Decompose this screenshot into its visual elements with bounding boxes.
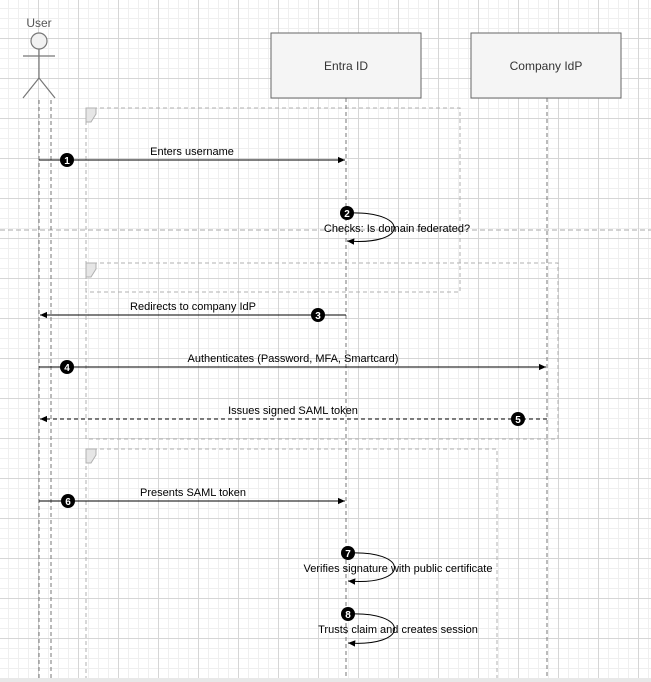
company-idp-box[interactable]: Company IdP [470, 32, 622, 99]
entra-id-label: Entra ID [324, 59, 368, 73]
entra-id-box[interactable]: Entra ID [270, 32, 422, 99]
step-badge-1: 1 [60, 153, 74, 167]
message-4[interactable]: Authenticates (Password, MFA, Smartcard)… [39, 353, 546, 374]
message-1-label: Enters username [150, 146, 234, 158]
step-badge-5: 5 [511, 412, 525, 426]
step-badge-7: 7 [341, 546, 355, 560]
group-frame-1 [85, 107, 461, 293]
user-actor[interactable]: User [22, 16, 56, 99]
message-8-arrow [347, 613, 395, 647]
message-7[interactable]: 7 Verifies signature with public certifi… [304, 546, 493, 585]
user-actor-label: User [26, 16, 51, 30]
message-5[interactable]: Issues signed SAML token 5 [40, 405, 547, 426]
message-2-label: Checks: Is domain federated? [324, 223, 470, 235]
svg-text:7: 7 [345, 549, 351, 560]
message-7-label: Verifies signature with public certifica… [304, 563, 493, 575]
svg-text:6: 6 [65, 497, 71, 508]
message-2-arrow [345, 212, 395, 245]
message-8[interactable]: 8 Trusts claim and creates session [318, 607, 478, 647]
message-5-label: Issues signed SAML token [228, 405, 358, 417]
svg-text:2: 2 [344, 209, 350, 220]
svg-text:4: 4 [64, 363, 70, 374]
svg-text:8: 8 [345, 610, 351, 621]
horizontal-scrollbar[interactable] [0, 678, 651, 682]
message-7-arrow [347, 552, 395, 585]
group-frame-3 [85, 448, 498, 682]
step-badge-4: 4 [60, 360, 74, 374]
message-6-label: Presents SAML token [140, 487, 246, 499]
message-1[interactable]: Enters username 1 [39, 146, 345, 167]
step-badge-6: 6 [61, 494, 75, 508]
step-badge-8: 8 [341, 607, 355, 621]
stick-figure-icon [22, 32, 56, 99]
message-2[interactable]: 2 Checks: Is domain federated? [324, 206, 470, 245]
group-frame-2 [85, 262, 559, 440]
message-8-label: Trusts claim and creates session [318, 624, 478, 636]
svg-text:5: 5 [515, 415, 521, 426]
message-3[interactable]: Redirects to company IdP 3 [40, 301, 346, 322]
step-badge-2: 2 [340, 206, 354, 220]
step-badge-3: 3 [311, 308, 325, 322]
svg-text:3: 3 [315, 311, 321, 322]
message-4-label: Authenticates (Password, MFA, Smartcard) [188, 353, 399, 365]
company-idp-label: Company IdP [510, 59, 583, 73]
message-3-label: Redirects to company IdP [130, 301, 256, 313]
message-6[interactable]: Presents SAML token 6 [39, 487, 345, 508]
svg-text:1: 1 [64, 156, 70, 167]
